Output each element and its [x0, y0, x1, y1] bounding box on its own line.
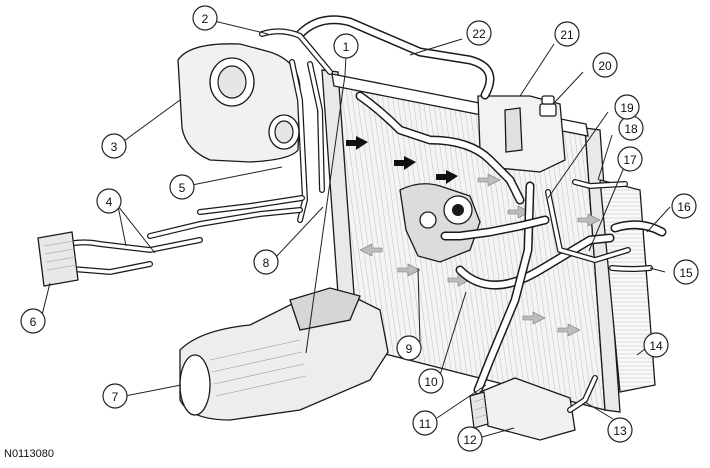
callout-8: 8: [253, 249, 279, 275]
callout-circle: [192, 5, 218, 31]
heat-exchanger: [469, 375, 598, 441]
callout-number: 1: [343, 40, 350, 54]
callout-number: 20: [598, 59, 612, 73]
callout-13: 13: [607, 417, 633, 443]
leader-lines: [41, 20, 671, 438]
callout-number: 2: [202, 12, 209, 26]
callout-number: 8: [263, 256, 270, 270]
callout-1: 1: [333, 33, 359, 59]
callout-circle: [20, 308, 46, 334]
coolant-flow-arrows: [346, 136, 458, 184]
callout-6: 6: [20, 308, 46, 334]
callout-circle: [418, 368, 444, 394]
callout-number: 18: [624, 122, 638, 136]
engine: [179, 287, 389, 421]
callout-number: 11: [419, 417, 432, 431]
callout-number: 13: [613, 424, 627, 438]
callout-number: 9: [406, 342, 413, 356]
callout-20: 20: [592, 52, 618, 78]
figure-id: N0113080: [4, 448, 54, 460]
callout-circle: [396, 335, 422, 361]
callout-circle: [101, 133, 127, 159]
callout-4: 4: [96, 188, 122, 214]
callout-circle: [102, 383, 128, 409]
callout-21: 21: [554, 21, 580, 47]
callout-number: 6: [30, 315, 37, 329]
callout-number: 7: [112, 390, 119, 404]
oil-cooler: [37, 231, 79, 287]
callout-9: 9: [396, 335, 422, 361]
callout-15: 15: [673, 259, 699, 285]
callout-16: 16: [671, 193, 697, 219]
callout-11: 11: [412, 410, 438, 436]
callout-3: 3: [101, 133, 127, 159]
callout-circle: [466, 20, 492, 46]
air-resonator: [177, 43, 301, 163]
callout-7: 7: [102, 383, 128, 409]
callout-circle: [457, 426, 483, 452]
heater-hoses: [147, 59, 325, 239]
callout-5: 5: [169, 174, 195, 200]
callout-number: 10: [424, 375, 438, 389]
callout-circle: [671, 193, 697, 219]
callout-circle: [96, 188, 122, 214]
callout-circle: [617, 146, 643, 172]
callout-circle: [607, 417, 633, 443]
callout-22: 22: [466, 20, 492, 46]
transmission-cooler-lines: [57, 237, 203, 276]
water-pump-assembly: [399, 183, 481, 263]
callout-17: 17: [617, 146, 643, 172]
callout-2: 2: [192, 5, 218, 31]
callout-number: 16: [677, 200, 691, 214]
callout-number: 22: [472, 27, 486, 41]
callout-number: 4: [106, 195, 113, 209]
callout-number: 21: [560, 28, 574, 42]
callout-number: 15: [679, 266, 693, 280]
callout-number: 19: [620, 101, 634, 115]
callout-10: 10: [418, 368, 444, 394]
callout-circle: [169, 174, 195, 200]
right-side-hoses: [609, 220, 667, 272]
callout-19: 19: [614, 94, 640, 120]
callout-circle: [592, 52, 618, 78]
callout-circle: [554, 21, 580, 47]
lower-hoses: [355, 91, 631, 395]
callout-number: 14: [649, 339, 663, 353]
callout-circle: [643, 332, 669, 358]
callout-circle: [333, 33, 359, 59]
callout-circle: [253, 249, 279, 275]
callout-circle: [412, 410, 438, 436]
callout-number: 12: [463, 433, 477, 447]
callout-12: 12: [457, 426, 483, 452]
callout-circle: [614, 94, 640, 120]
radiator-flow-arrows: [359, 173, 601, 337]
condenser: [599, 179, 656, 393]
callout-18: 18: [618, 115, 644, 141]
callout-14: 14: [643, 332, 669, 358]
callout-number: 17: [623, 153, 637, 167]
callout-circle: [673, 259, 699, 285]
callout-number: 5: [179, 181, 186, 195]
callout-number: 3: [111, 140, 118, 154]
